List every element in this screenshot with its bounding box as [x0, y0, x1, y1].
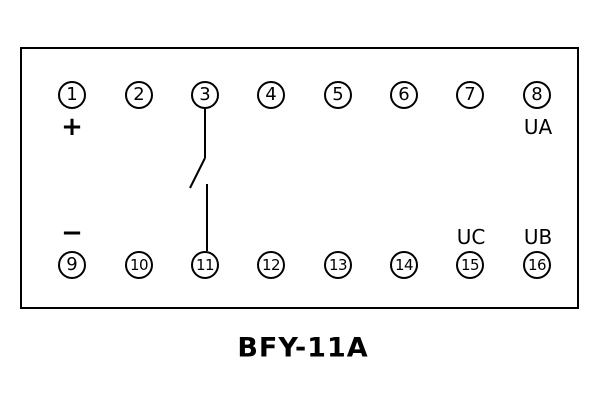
terminal-13: 13	[324, 251, 352, 279]
terminal-12: 12	[257, 251, 285, 279]
model-title: BFY-11A	[237, 332, 369, 364]
terminal-11: 11	[191, 251, 219, 279]
terminal-3: 3	[191, 81, 219, 109]
terminal-14: 14	[390, 251, 418, 279]
uc-label: UC	[456, 225, 486, 249]
terminal-16: 16	[523, 251, 551, 279]
terminal-2: 2	[125, 81, 153, 109]
terminal-9: 9	[58, 251, 86, 279]
terminal-8: 8	[523, 81, 551, 109]
terminal-15: 15	[456, 251, 484, 279]
ua-label: UA	[523, 115, 553, 139]
minus-sign-label: −	[61, 218, 83, 248]
terminal-6: 6	[390, 81, 418, 109]
plus-sign-label: +	[61, 112, 83, 142]
ub-label: UB	[523, 225, 553, 249]
terminal-7: 7	[456, 81, 484, 109]
terminal-10: 10	[125, 251, 153, 279]
terminal-5: 5	[324, 81, 352, 109]
enclosure-outline	[20, 47, 579, 309]
terminal-1: 1	[58, 81, 86, 109]
terminal-4: 4	[257, 81, 285, 109]
